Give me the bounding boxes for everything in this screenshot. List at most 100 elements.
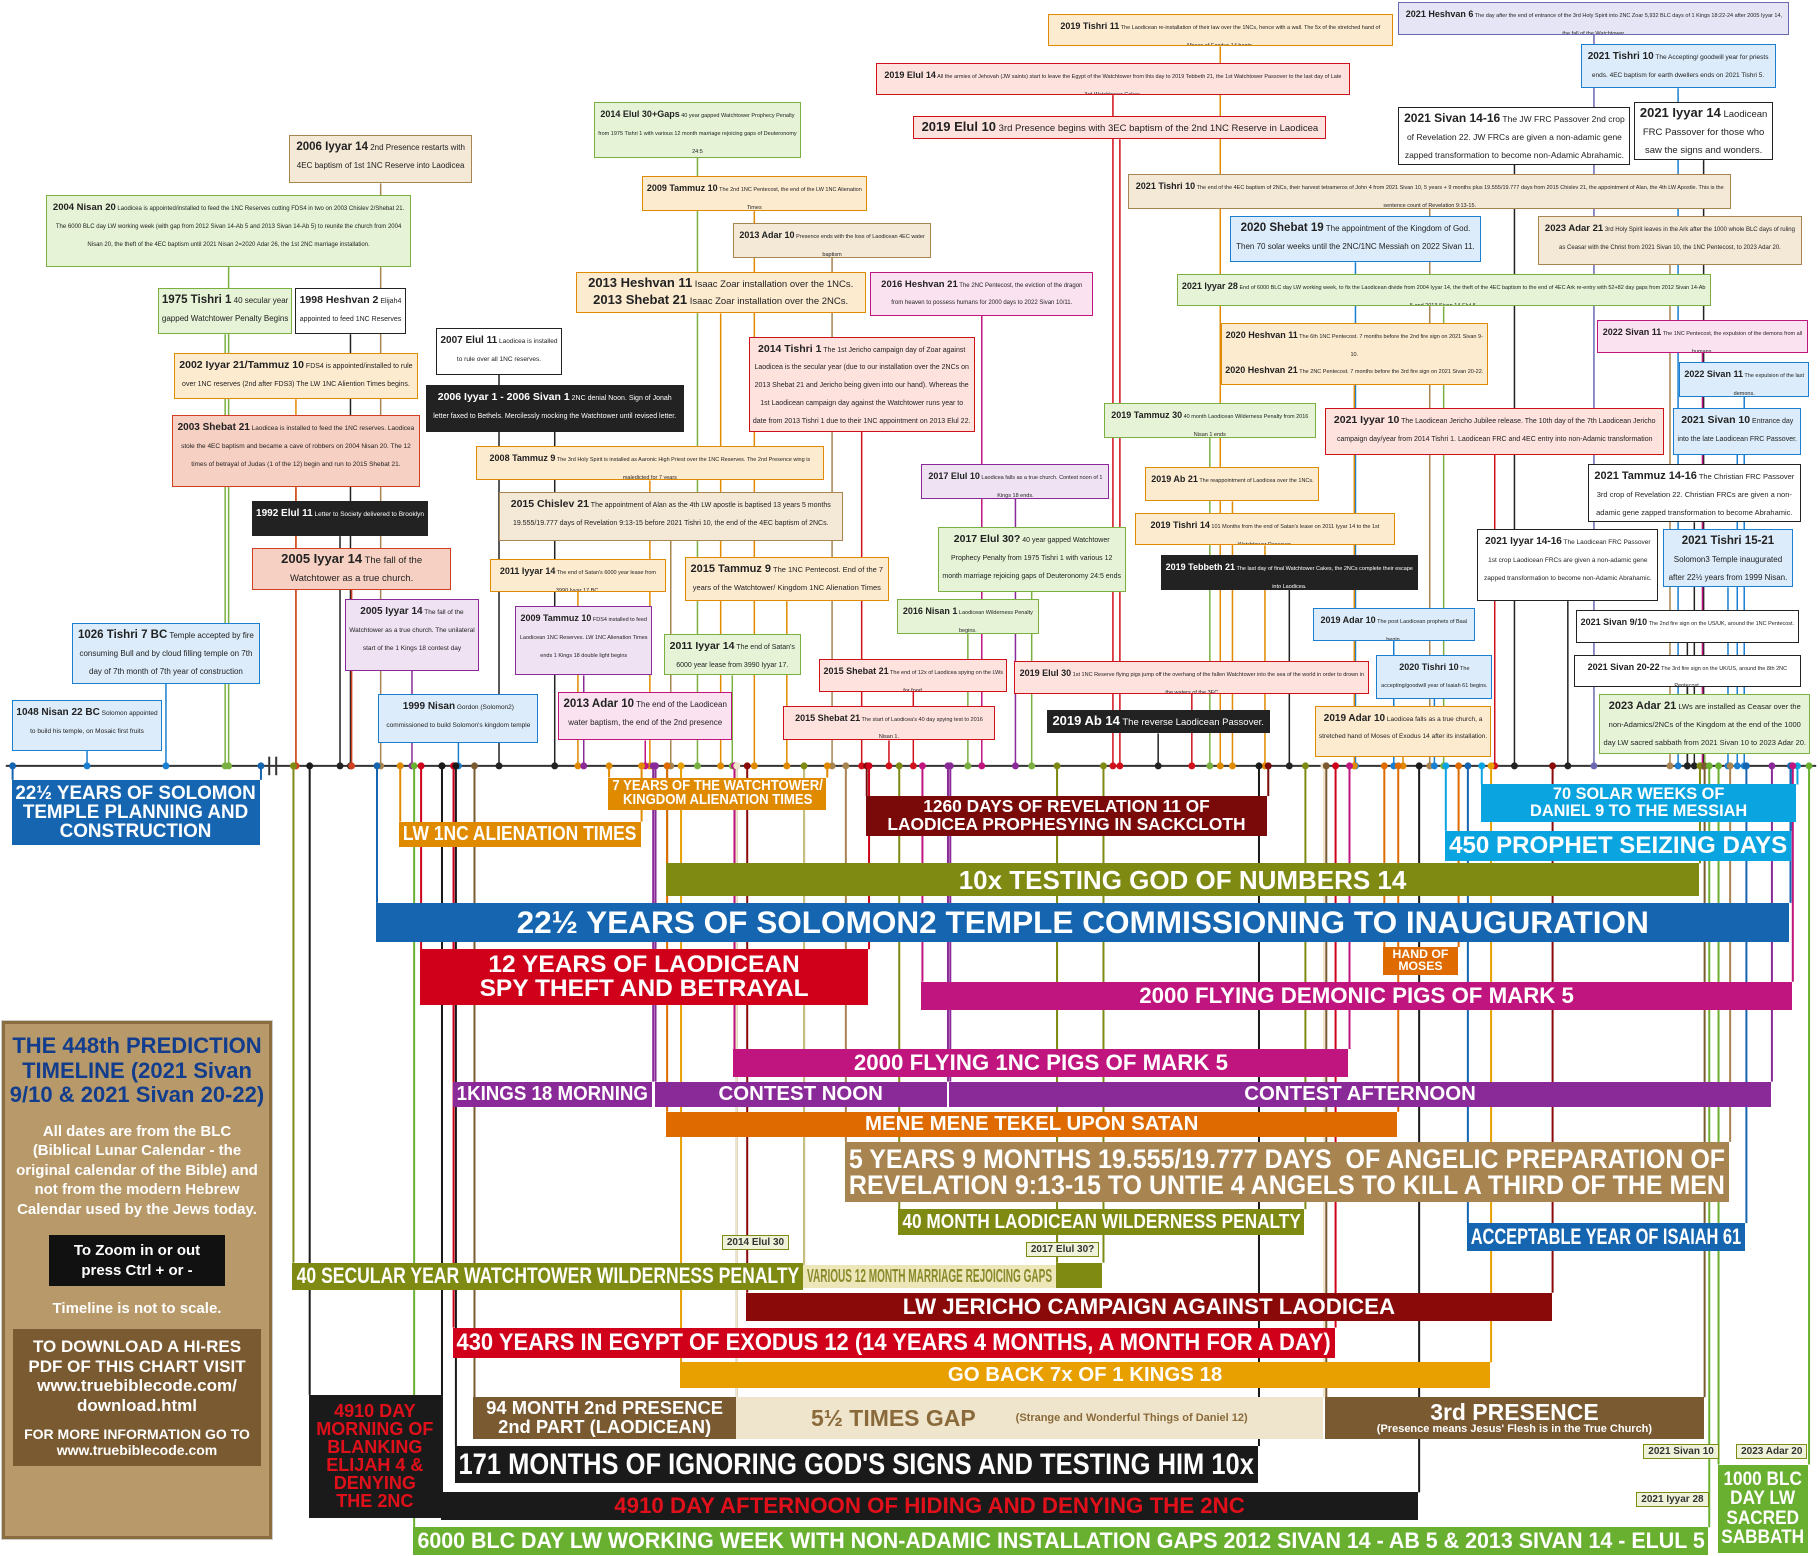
callout-text: Solomon appointed to build his temple, o…	[30, 709, 158, 735]
more-info-text[interactable]: FOR MORE INFORMATION GO TO www.truebible…	[24, 1425, 250, 1458]
date-callout: 2021 Sivan 14-16 The JW FRC Passover 2nd…	[1398, 106, 1631, 165]
timeline-dot	[895, 762, 903, 770]
timeline-dot	[1430, 762, 1438, 770]
callout-date: 2021 Iyyar 10	[1333, 414, 1400, 427]
callout-text: The 1st Jericho campaign day of Zoar aga…	[752, 346, 971, 426]
callout-date: 2021 Sivan 10	[1681, 414, 1751, 427]
callout-text: The day after the end of entrance of the…	[1473, 13, 1783, 35]
callout-text: 40 secular year gapped Watchtower Penalt…	[161, 295, 289, 323]
timeline-dot	[1590, 762, 1598, 770]
date-callout: 2016 Heshvan 21 The 2NC Pentecost, the e…	[870, 271, 1094, 316]
band-label: GO BACK 7x OF 1 KINGS 18	[947, 1363, 1223, 1386]
band-label: 40 MONTH LAODICEAN WILDERNESS PENALTY	[902, 1210, 1301, 1233]
date-callout: 2013 Heshvan 11 Isaac Zoar installation …	[575, 271, 866, 314]
callout-date: 2021 Tammuz 14-16	[1594, 470, 1697, 483]
band-label: 1260 DAYS OF REVELATION 11 OF LAODICEA P…	[887, 796, 1246, 834]
timeline-dot	[1346, 762, 1354, 770]
timeline-dot	[1455, 762, 1463, 770]
date-callout: 2019 Tishri 11 The Laodicean re-installa…	[1047, 13, 1393, 47]
callout-date: 2021 Sivan 20-22	[1587, 661, 1660, 672]
date-callout: 2019 Adar 10 The post Laodicean prophets…	[1312, 608, 1475, 641]
band-label: 1000 BLC DAY LW SACRED SABBATH	[1721, 1467, 1805, 1549]
timeline-dot	[1116, 762, 1124, 770]
date-callout: 2021 Sivan 10 Entrance day into the late…	[1673, 408, 1802, 455]
timeline-dot	[1674, 762, 1682, 770]
callout-date: 2021 Tishri 15-21	[1681, 535, 1775, 548]
callout-date: 2017 Elul 10	[928, 471, 980, 482]
callout-date: 1026 Tishri 7 BC	[78, 629, 168, 642]
timeline-dot	[1028, 762, 1036, 770]
date-callout: 2021 Heshvan 6 The day after the end of …	[1398, 2, 1790, 35]
date-callout: 2020 Shebat 19 The appointment of the Ki…	[1230, 215, 1481, 263]
date-callout: 2009 Tammuz 10 FDS4 installed to feed La…	[515, 605, 653, 676]
scale-note: Timeline is not to scale.	[52, 1300, 222, 1318]
band-label: HAND OF MOSES	[1392, 946, 1449, 973]
period-band: 94 MONTH 2nd PRESENCE 2nd PART (LAODICEA…	[473, 1397, 736, 1439]
band-sublabel: (Strange and Wonderful Things of Daniel …	[1015, 1411, 1248, 1424]
date-callout: 2013 Adar 10 Presence ends with the loss…	[733, 222, 931, 258]
timeline-dot	[1255, 762, 1263, 770]
timeline-dot	[580, 762, 588, 770]
band-label: 12 YEARS OF LAODICEAN SPY THEFT AND BETR…	[479, 950, 809, 1003]
callout-date: 1998 Heshvan 2	[299, 293, 379, 306]
timeline-dot	[1549, 762, 1557, 770]
date-callout: 2003 Shebat 21 Laodicea is installed to …	[171, 415, 421, 488]
callout-text: Entrance day into the late Laodicean FRC…	[1677, 418, 1797, 444]
period-band: VARIOUS 12 MONTH MARRIAGE REJOICING GAPS	[803, 1264, 1057, 1289]
callout-text: The 2nd 1NC Pentecost, the end of the LW…	[717, 187, 862, 212]
date-callout: 2019 Elul 14 All the armies of Jehovah (…	[876, 62, 1350, 96]
callout-date: 2002 Iyyar 21/Tammuz 10	[179, 358, 304, 371]
callout-text: The start of Laodicea's 40 day spying te…	[860, 716, 983, 741]
period-band: CONTEST AFTERNOON	[949, 1081, 1771, 1108]
timeline-dot	[289, 762, 297, 770]
date-callout: 2013 Adar 10 The end of the Laodicean wa…	[558, 691, 733, 741]
period-band: 430 YEARS IN EGYPT OF EXODUS 12 (14 YEAR…	[452, 1327, 1335, 1358]
date-callout: 2019 Adar 10 Laodicea falls as a true ch…	[1314, 705, 1492, 757]
timeline-dot	[1789, 762, 1797, 770]
callout-text: The 3rd fire sign on the UK/US, around t…	[1659, 665, 1788, 687]
callout-text: The appointment of Alan as the 4th LW ap…	[512, 502, 831, 527]
download-link-text[interactable]: TO DOWNLOAD A HI-RES PDF OF THIS CHART V…	[28, 1337, 246, 1416]
callout-date: 2021 Tishri 10	[1587, 51, 1654, 63]
timeline-dot	[1564, 762, 1572, 770]
band-label: LW 1NC ALIENATION TIMES	[403, 823, 637, 846]
date-callout: 2021 Tishri 10 The Accepting/ goodwill y…	[1580, 44, 1776, 89]
date-callout: 2015 Shebat 21 The start of Laodicea's 4…	[783, 705, 995, 741]
period-band: LW 1NC ALIENATION TIMES	[399, 821, 641, 848]
timeline-dot	[452, 762, 460, 770]
date-callout: 2020 Tishri 10 The accepting/goodwill ye…	[1376, 654, 1493, 699]
date-callout: 2021 Tishri 15-21 Solomon3 Temple inaugu…	[1662, 529, 1793, 588]
timeline-dot	[717, 762, 725, 770]
timeline-dot	[1099, 762, 1107, 770]
band-label: 4910 DAY MORNING OF BLANKING ELIJAH 4 & …	[316, 1400, 434, 1512]
timeline-dot	[1216, 762, 1224, 770]
timeline-dot	[823, 762, 831, 770]
timeline-dot	[964, 762, 972, 770]
band-label: 1KINGS 18 MORNING	[456, 1083, 649, 1106]
callout-text: The end of the 4EC baptism of 2NCs, thei…	[1195, 185, 1724, 209]
callout-date: 2019 Adar 10	[1320, 615, 1376, 626]
callout-text: FDS4 installed to feed Laodicean 1NC Res…	[519, 616, 648, 659]
date-marker: 2014 Elul 30	[721, 1234, 790, 1250]
date-callout: 2011 Iyyar 14 The end of Satan's 6000 ye…	[663, 633, 801, 676]
callout-text: The reappointment of Laodicea over the 1…	[1197, 477, 1314, 484]
callout-text: The Laodicean re-installation of their l…	[1119, 24, 1381, 47]
date-callout: 2021 Iyyar 14-16 The Laodicean FRC Passo…	[1477, 529, 1659, 602]
period-band: 22½ YEARS OF SOLOMON2 TEMPLE COMMISSIONI…	[376, 902, 1790, 943]
date-callout: 2017 Elul 10 Laodicea falls as a true ch…	[921, 464, 1110, 499]
period-band: 12 YEARS OF LAODICEAN SPY THEFT AND BETR…	[420, 949, 869, 1005]
date-callout: 2017 Elul 30? 40 year gapped Watchtower …	[937, 526, 1126, 592]
timeline-dot	[417, 762, 425, 770]
callout-text: 2NC denial Noon. Sign of Jonah letter fa…	[433, 395, 677, 421]
callout-date: 2013 Adar 10	[563, 697, 635, 710]
timeline-dot	[1487, 762, 1495, 770]
timeline-dot	[693, 762, 701, 770]
callout-text: The 6th 1NC Pentecost. 7 months before t…	[1297, 333, 1483, 358]
callout-date: 2006 Iyyar 1 - 2006 Sivan 1	[437, 391, 570, 404]
callout-text: The last day of final Watchtower Cakes, …	[1235, 565, 1413, 590]
date-callout: 2021 Tammuz 14-16 The Christian FRC Pass…	[1587, 464, 1802, 523]
callout-text: The 2NC Pentecost. 7 months before the 3…	[1297, 369, 1484, 376]
callout-date: 2020 Heshvan 11	[1225, 329, 1298, 340]
band-label: 70 SOLAR WEEKS OF DANIEL 9 TO THE MESSIA…	[1530, 785, 1748, 820]
band-label: 5½ TIMES GAP	[811, 1404, 976, 1431]
